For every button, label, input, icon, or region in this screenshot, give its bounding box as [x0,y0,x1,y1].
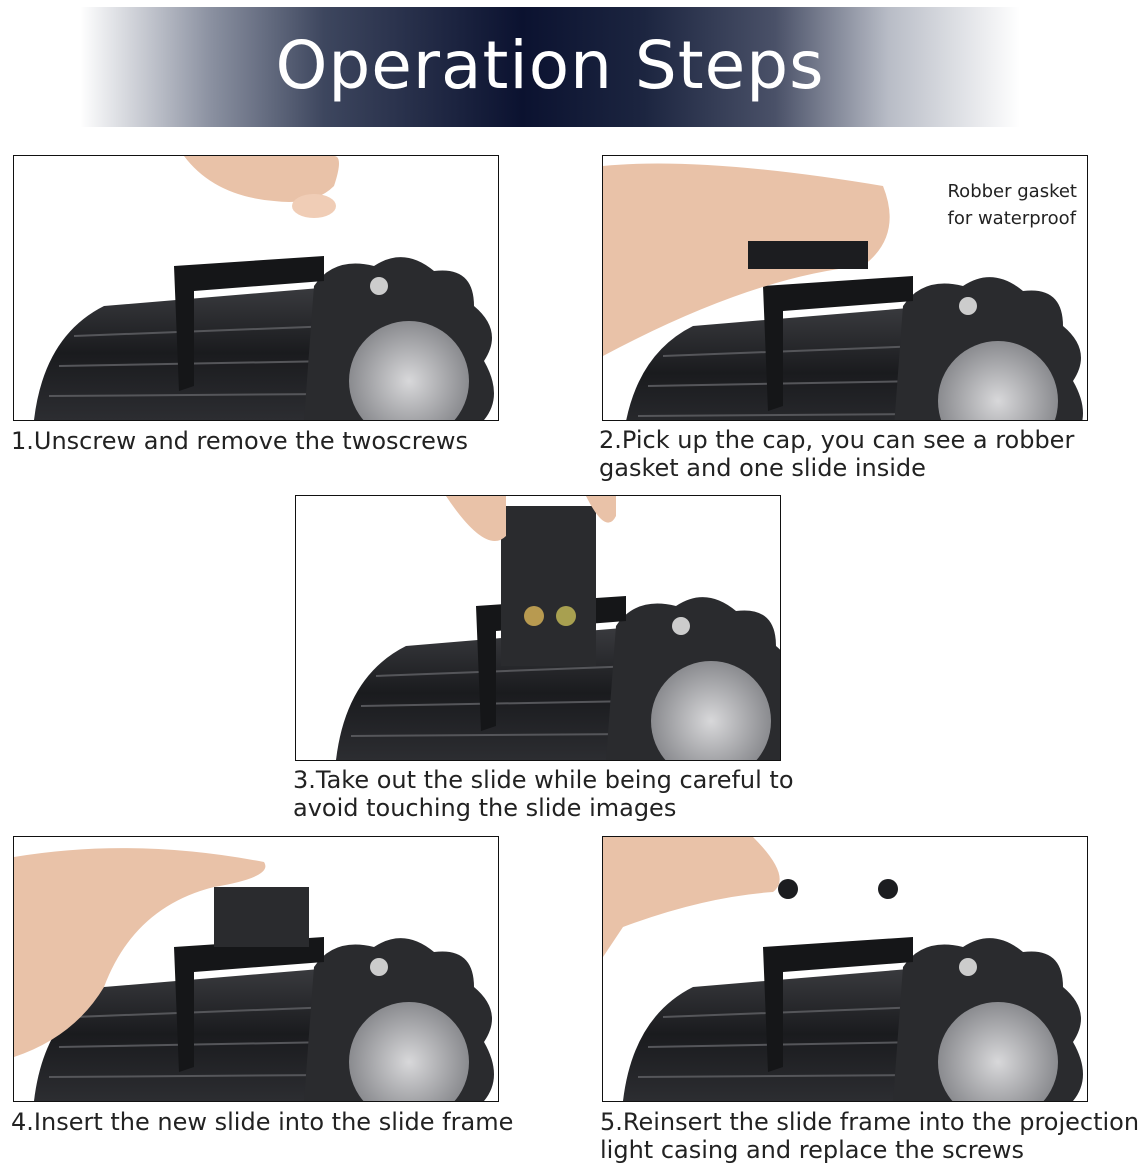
caption-line: 5.Reinsert the slide frame into the proj… [600,1108,1140,1136]
caption-line: 4.Insert the new slide into the slide fr… [11,1108,514,1136]
note-line: Robber gasket [947,181,1077,202]
step-1-caption: 1.Unscrew and remove the twoscrews [11,427,468,455]
step-2-photo: Robber gasket for waterproof [602,155,1088,421]
caption-line: light casing and replace the screws [600,1136,1025,1164]
step-2-caption: 2.Pick up the cap, you can see a robber … [599,426,1074,482]
caption-line: gasket and one slide inside [599,454,926,482]
step-5-caption: 5.Reinsert the slide frame into the proj… [600,1108,1139,1164]
caption-line: 2.Pick up the cap, you can see a robber [599,426,1075,454]
caption-line: 1.Unscrew and remove the twoscrews [11,427,468,455]
gasket-note: Robber gasket for waterproof [947,178,1077,232]
step-3-caption: 3.Take out the slide while being careful… [293,766,794,822]
page-title: Operation Steps [275,27,825,104]
step-4-caption: 4.Insert the new slide into the slide fr… [11,1108,513,1136]
step-3-photo [295,495,781,761]
caption-line: avoid touching the slide images [293,794,677,822]
title-banner: Operation Steps [80,7,1020,127]
caption-line: 3.Take out the slide while being careful… [293,766,794,794]
step-4-photo [13,836,499,1102]
step-5-photo [602,836,1088,1102]
note-line: for waterproof [947,208,1077,229]
step-1-photo [13,155,499,421]
